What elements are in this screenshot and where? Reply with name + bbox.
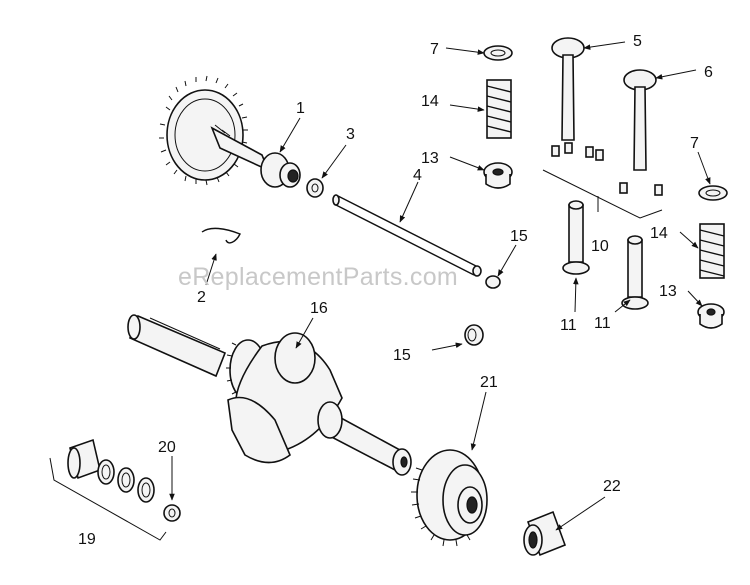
callout-14-right: 14 <box>650 225 668 242</box>
callout-10: 10 <box>591 238 609 255</box>
spring-14-right <box>699 223 725 279</box>
cap-15-lower <box>464 324 484 346</box>
tappet-11-right <box>621 235 649 310</box>
crankshaft-16 <box>127 314 412 476</box>
crank-gear-21 <box>411 449 488 547</box>
callout-7-upper: 7 <box>430 41 439 58</box>
callout-13-upper: 13 <box>421 150 439 167</box>
wire-clip-2 <box>201 227 241 244</box>
callout-15-upper: 15 <box>510 228 528 245</box>
callout-15-lower: 15 <box>393 347 411 364</box>
leader-lines <box>169 41 711 531</box>
callout-22: 22 <box>603 478 621 495</box>
callout-1: 1 <box>296 100 305 117</box>
camshaft-gear <box>159 75 301 188</box>
spring-14-upper <box>486 79 512 139</box>
bearing-kit-19 <box>49 438 181 541</box>
cap-15-upper <box>485 275 501 289</box>
pushrod-4 <box>332 194 482 277</box>
tappet-11-left <box>562 200 590 275</box>
callout-2: 2 <box>197 289 206 306</box>
callout-16: 16 <box>310 300 328 317</box>
callout-21: 21 <box>480 374 498 391</box>
callout-11-left: 11 <box>560 317 577 334</box>
valve-5 <box>551 37 585 141</box>
callout-5: 5 <box>633 33 642 50</box>
washer-3 <box>306 178 324 198</box>
callout-14-upper: 14 <box>421 93 439 110</box>
callout-4: 4 <box>413 167 422 184</box>
callout-6: 6 <box>704 64 713 81</box>
callout-7-right: 7 <box>690 135 699 152</box>
callout-19: 19 <box>78 531 96 548</box>
seal-13-upper <box>483 162 513 189</box>
watermark-text: eReplacementParts.com <box>178 263 458 291</box>
valve-keepers <box>542 142 663 219</box>
retainer-7-right <box>698 185 728 201</box>
valve-6 <box>623 69 657 171</box>
callout-11-right: 11 <box>594 315 611 332</box>
callout-3: 3 <box>346 126 355 143</box>
retainer-7-upper <box>483 45 513 61</box>
bearing-22 <box>523 510 567 557</box>
seal-13-right <box>697 303 725 329</box>
callout-13-right: 13 <box>659 283 677 300</box>
callout-20: 20 <box>158 439 176 456</box>
